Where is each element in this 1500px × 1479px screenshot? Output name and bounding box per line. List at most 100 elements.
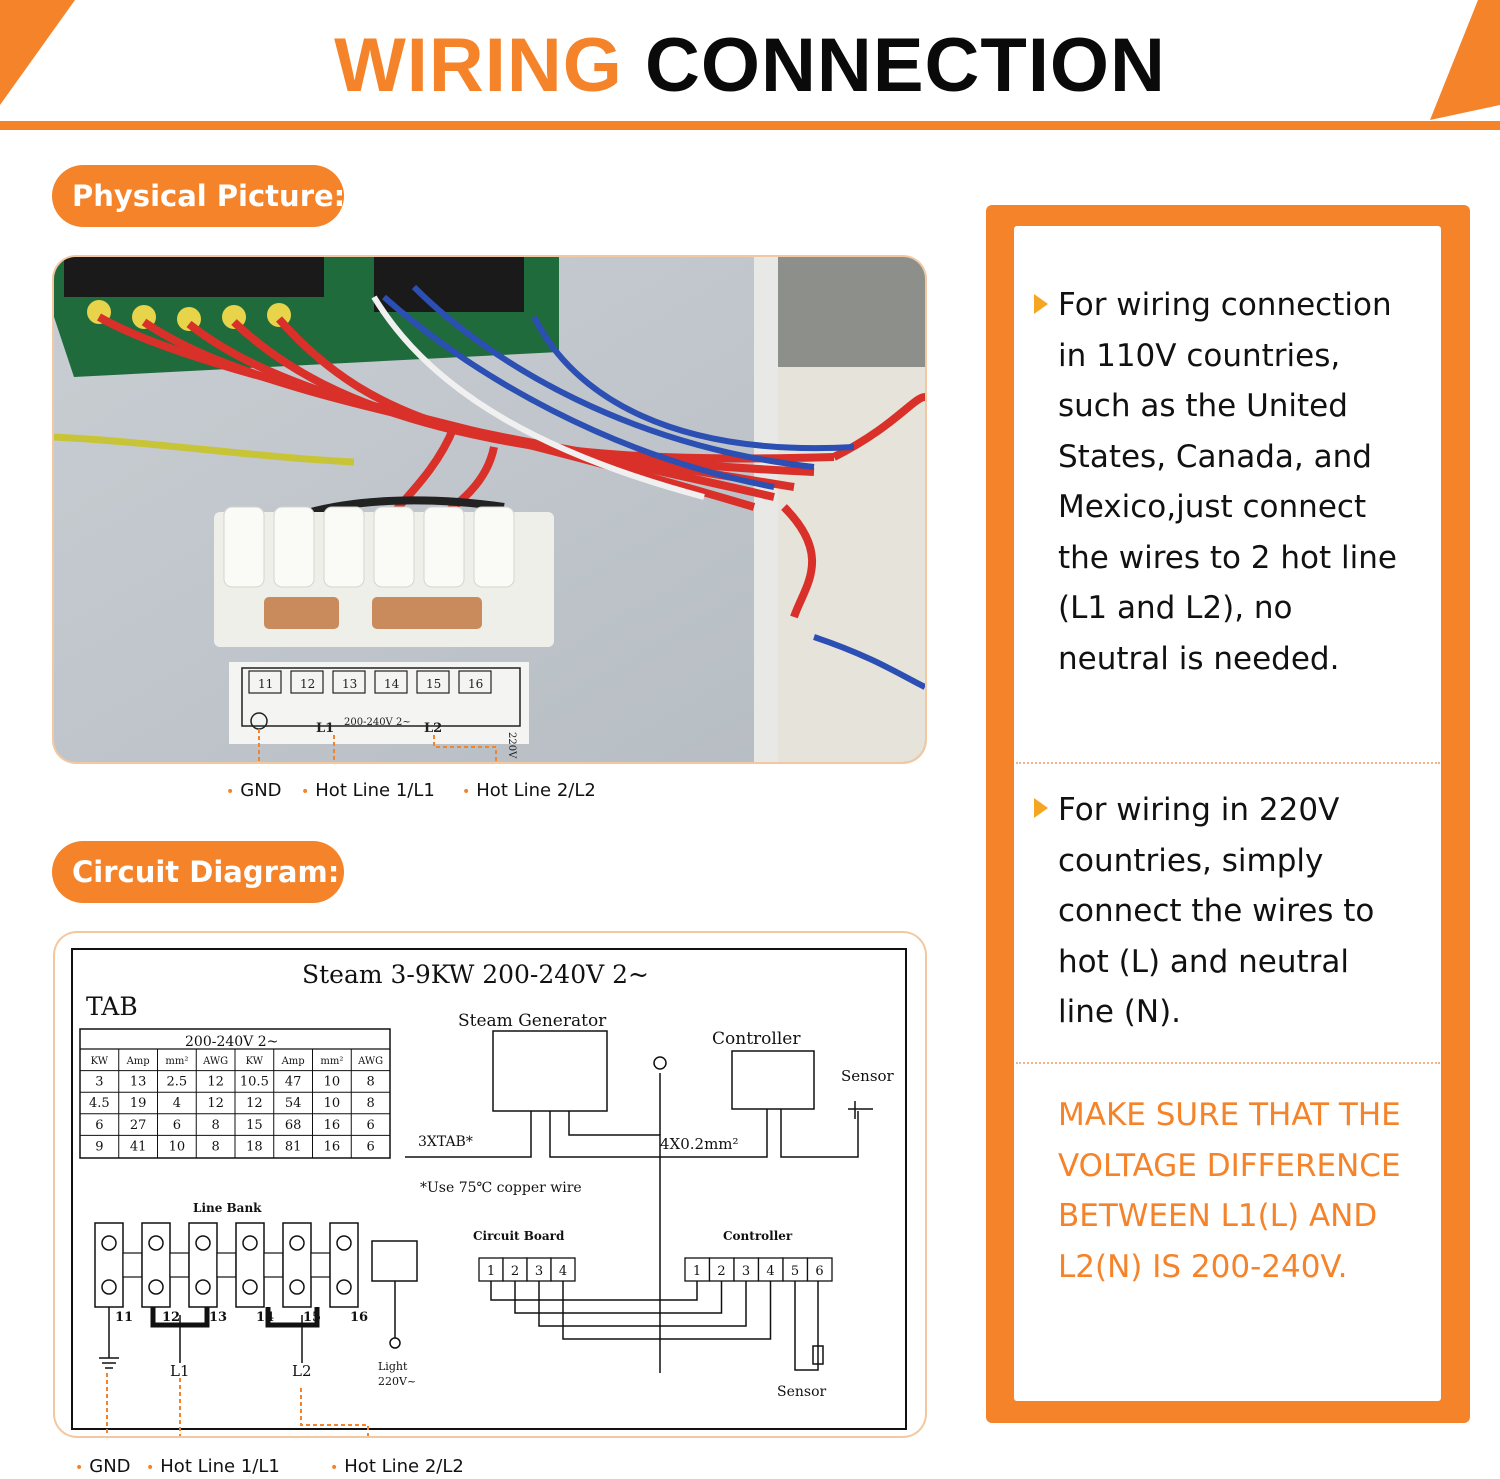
table-cell: 10.5 xyxy=(240,1075,269,1090)
panel-divider xyxy=(1016,1062,1440,1064)
light-voltage-label: 220V~ xyxy=(378,1375,416,1388)
terminal-bridge xyxy=(263,1252,284,1278)
terminal-bridge xyxy=(310,1252,331,1278)
sensor-bottom-label: Sensor xyxy=(777,1384,827,1400)
controller-pin-number: 5 xyxy=(791,1264,799,1279)
bullet-arrow-icon xyxy=(1034,798,1048,818)
photo-terminal-number: 14 xyxy=(384,677,400,691)
photo-label-l2: L2 xyxy=(424,721,442,736)
table-cell: 6 xyxy=(366,1118,374,1133)
table-cell: 10 xyxy=(324,1096,341,1111)
controller-small-label: Controller xyxy=(723,1229,793,1243)
line-bank-terminal xyxy=(329,1222,359,1308)
terminal-bridge xyxy=(169,1252,190,1278)
terminal-screw xyxy=(242,1235,258,1251)
table-cell: 6 xyxy=(95,1118,103,1133)
photo-terminal-box xyxy=(248,670,282,694)
terminal-screw xyxy=(101,1235,117,1251)
xtab-label: 3XTAB* xyxy=(418,1134,473,1150)
terminal-number: 12 xyxy=(162,1310,180,1325)
circuit-board-pin-number: 2 xyxy=(511,1264,519,1279)
terminal-screw xyxy=(336,1279,352,1295)
photo-terminal-box xyxy=(458,670,492,694)
terminal-bridge xyxy=(216,1252,237,1278)
terminal-number: 13 xyxy=(209,1310,227,1325)
table-cell: 2.5 xyxy=(167,1075,188,1090)
terminal-screw xyxy=(195,1279,211,1295)
photo-terminal-number: 16 xyxy=(468,677,483,691)
table-cell: 8 xyxy=(211,1118,219,1133)
table-cell: 6 xyxy=(173,1118,181,1133)
info-panel-content xyxy=(1014,226,1441,1401)
sensor-label: Sensor xyxy=(841,1067,895,1085)
voltage-warning: MAKE SURE THAT THE VOLTAGE DIFFERENCE BE… xyxy=(1058,1097,1401,1285)
table-cell: 27 xyxy=(130,1118,147,1133)
controller-label: Controller xyxy=(712,1029,801,1049)
diagram-callout-l1: •Hot Line 1/L1 xyxy=(146,1456,280,1477)
table-cell: 18 xyxy=(246,1139,263,1154)
circuit-diagram: Steam 3-9KW 200-240V 2~ TAB 200-240V 2~ … xyxy=(55,933,925,1436)
circuit-board-pin-number: 3 xyxy=(535,1264,543,1279)
terminal-bridge xyxy=(122,1252,143,1278)
info-110v: For wiring connection in 110V countries,… xyxy=(1058,287,1397,677)
table-cell: 12 xyxy=(207,1096,224,1111)
terminal-screw xyxy=(101,1279,117,1295)
controller-pin-number: 3 xyxy=(742,1264,750,1279)
photo-label-220v: 220V xyxy=(506,732,517,759)
table-cell: 4 xyxy=(173,1096,181,1111)
panel-divider xyxy=(1016,762,1440,764)
table-cell: 47 xyxy=(285,1075,302,1090)
photo-callout-l2: •Hot Line 2/L2 xyxy=(462,780,596,801)
terminal-screw xyxy=(289,1279,305,1295)
circuit-board-pin-number: 1 xyxy=(487,1264,495,1279)
pin-wire xyxy=(562,1281,772,1340)
table-column-header: Amp xyxy=(281,1056,305,1067)
table-cell: 8 xyxy=(366,1075,374,1090)
circuit-diagram-label: Circuit Diagram: xyxy=(52,841,344,903)
diagram-callout-l2: •Hot Line 2/L2 xyxy=(330,1456,464,1477)
table-column-header: mm² xyxy=(165,1056,188,1067)
bullet-arrow-icon xyxy=(1034,294,1048,314)
terminal-screw xyxy=(148,1279,164,1295)
table-cell: 4.5 xyxy=(89,1096,110,1111)
line-bank-terminal xyxy=(141,1222,171,1308)
controller-pin-number: 4 xyxy=(766,1264,774,1279)
diagram-callout-gnd: •GND xyxy=(75,1456,131,1477)
circuit-board-label: Circuit Board xyxy=(473,1229,565,1243)
title-main: CONNECTION xyxy=(645,23,1166,108)
photo-terminal-box xyxy=(332,670,366,694)
diagram-l2: L2 xyxy=(292,1362,312,1380)
circuit-diagram-svg: Steam 3-9KW 200-240V 2~ TAB 200-240V 2~ … xyxy=(71,948,907,1436)
table-column-header: AWG xyxy=(357,1056,383,1067)
table-cell: 16 xyxy=(324,1118,341,1133)
line-bank-label: Line Bank xyxy=(193,1201,262,1215)
table-cell: 12 xyxy=(246,1096,263,1111)
controller-pin-number: 6 xyxy=(815,1264,823,1279)
header-banner: WIRING CONNECTION xyxy=(0,0,1500,135)
table-cell: 41 xyxy=(130,1139,147,1154)
photo-terminal-number: 12 xyxy=(300,677,315,691)
line-bank-terminal xyxy=(235,1222,265,1308)
photo-terminal-box xyxy=(374,670,408,694)
pin-wire xyxy=(490,1281,698,1301)
photo-terminal-number: 11 xyxy=(258,677,273,691)
physical-picture-label: Physical Picture: xyxy=(52,165,345,227)
table-cell: 10 xyxy=(169,1139,186,1154)
photo-callout-l1: •Hot Line 1/L1 xyxy=(301,780,435,801)
table-column-header: AWG xyxy=(202,1056,228,1067)
line-bank-terminal xyxy=(188,1222,218,1308)
diagram-tab-label: TAB xyxy=(86,992,138,1021)
terminal-screw xyxy=(195,1235,211,1251)
table-column-header: Amp xyxy=(126,1056,150,1067)
table-cell: 19 xyxy=(130,1096,147,1111)
photo-terminal-number: 15 xyxy=(426,677,441,691)
table-cell: 13 xyxy=(130,1075,147,1090)
title-accent: WIRING xyxy=(334,23,623,108)
header-decoration xyxy=(0,0,1500,130)
pin-wire xyxy=(514,1281,723,1314)
table-cell: 10 xyxy=(324,1075,341,1090)
table-header: 200-240V 2~ xyxy=(185,1034,278,1050)
table-cell: 68 xyxy=(285,1118,302,1133)
table-column-header: mm² xyxy=(320,1056,343,1067)
